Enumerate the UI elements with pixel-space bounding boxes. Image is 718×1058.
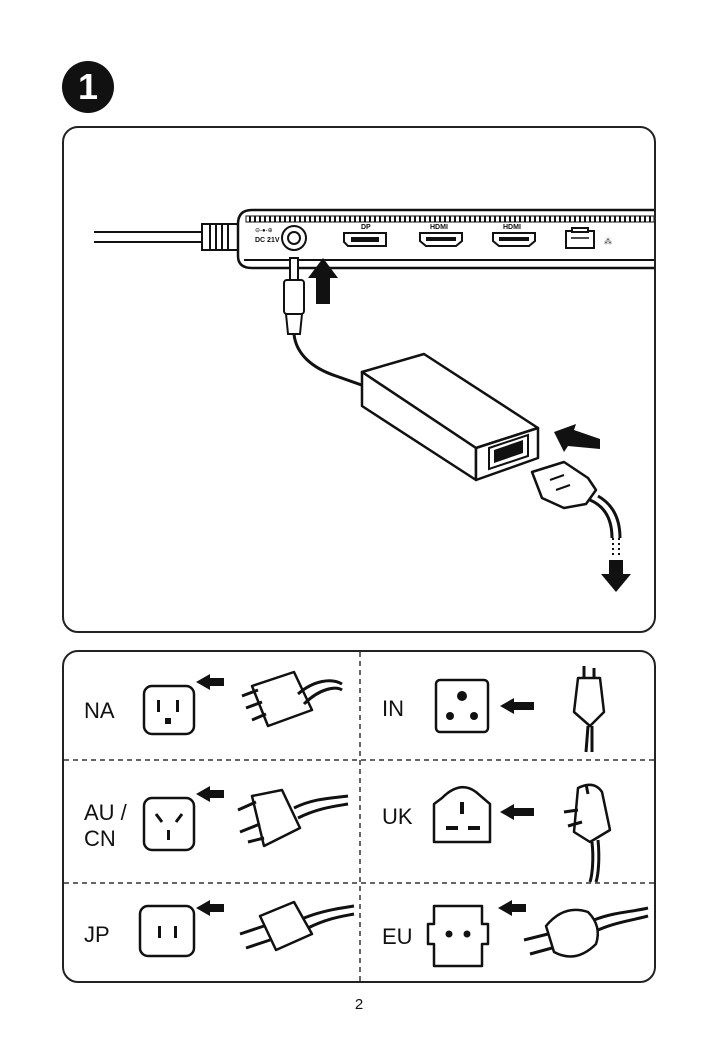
svg-text:⁂: ⁂: [604, 237, 612, 246]
arrow-down-icon: [601, 560, 631, 592]
arrow-left-icon: [554, 424, 600, 452]
region-label-na: NA: [84, 698, 115, 724]
arrow-left-icon: [500, 698, 534, 714]
in-outlet-icon: [436, 680, 488, 732]
na-plug-icon: [242, 672, 342, 726]
arrow-left-icon: [196, 674, 224, 690]
dc-barrel-plug: [284, 258, 304, 334]
jp-plug-icon: [240, 902, 354, 950]
eu-outlet-icon: [428, 906, 488, 966]
na-outlet-icon: [144, 686, 194, 734]
dc-port-label: DC 21V: [255, 237, 280, 244]
au-cn-outlet-icon: [144, 798, 194, 850]
uk-plug-icon: [564, 784, 610, 882]
region-label-jp: JP: [84, 922, 110, 948]
connection-diagram-panel: ⊖-●-⊕ DC 21V DP HDMI HDMI ⁂: [62, 126, 656, 633]
page-number: 2: [0, 996, 718, 1013]
region-label-in: IN: [382, 696, 404, 722]
jp-outlet-icon: [140, 906, 194, 956]
plug-grid-illustration: [64, 652, 654, 981]
in-plug-icon: [574, 666, 604, 752]
region-label-eu: EU: [382, 924, 413, 950]
region-label-uk: UK: [382, 804, 413, 830]
eu-plug-icon: [524, 908, 648, 957]
uk-outlet-icon: [434, 787, 490, 842]
hdmi-port-1-label: HDMI: [430, 224, 448, 231]
arrow-left-icon: [500, 804, 534, 820]
region-label-au-cn-line2: CN: [84, 826, 116, 852]
arrow-left-icon: [196, 786, 224, 802]
arrow-left-icon: [498, 900, 526, 916]
power-adapter: [362, 354, 538, 480]
au-cn-plug-icon: [238, 790, 348, 846]
regional-plug-types-panel: NA IN AU / CN UK JP EU: [62, 650, 656, 983]
hub-adapter-illustration: ⊖-●-⊕ DC 21V DP HDMI HDMI ⁂: [64, 128, 654, 631]
svg-text:⊖-●-⊕: ⊖-●-⊕: [255, 228, 273, 234]
hdmi-port-2-label: HDMI: [503, 224, 521, 231]
arrow-left-icon: [196, 900, 224, 916]
ac-power-cord-plug: [532, 462, 596, 508]
region-label-au-cn-line1: AU /: [84, 800, 127, 826]
dp-port-label: DP: [361, 224, 371, 231]
step-number-badge: 1: [62, 61, 114, 113]
cable-strain-relief: [202, 224, 238, 250]
